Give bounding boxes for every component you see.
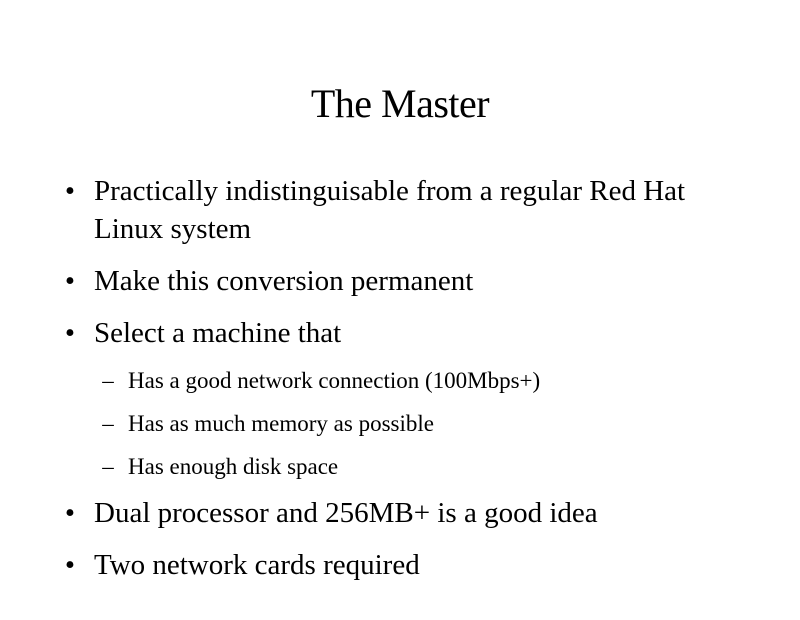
bullet-icon: • xyxy=(64,497,76,529)
sub-bullet-item: – Has a good network connection (100Mbps… xyxy=(100,366,740,396)
dash-icon: – xyxy=(102,454,114,479)
bullet-icon: • xyxy=(64,265,76,297)
sub-bullet-text: Has a good network connection (100Mbps+) xyxy=(128,368,541,393)
bullet-text: Dual processor and 256MB+ is a good idea xyxy=(94,497,598,529)
sub-bullet-item: – Has enough disk space xyxy=(100,452,740,482)
bullet-icon: • xyxy=(64,317,76,349)
bullet-icon: • xyxy=(64,175,76,207)
bullet-item: • Make this conversion permanent xyxy=(60,262,740,300)
sub-bullet-text: Has enough disk space xyxy=(128,454,339,479)
bullet-text: Two network cards required xyxy=(94,549,420,581)
bullet-item: • Dual processor and 256MB+ is a good id… xyxy=(60,494,740,532)
sub-bullet-item: – Has as much memory as possible xyxy=(100,409,740,439)
bullet-item: • Practically indistinguisable from a re… xyxy=(60,172,740,248)
bullet-item: • Select a machine that xyxy=(60,314,740,352)
bullet-text: Select a machine that xyxy=(94,317,342,349)
bullet-text: Make this conversion permanent xyxy=(94,265,474,297)
dash-icon: – xyxy=(102,411,114,436)
bullet-item: • Two network cards required xyxy=(60,546,740,584)
sub-bullet-text: Has as much memory as possible xyxy=(128,411,434,436)
bullet-icon: • xyxy=(64,549,76,581)
bullet-text: Practically indistinguisable from a regu… xyxy=(94,175,686,245)
slide-title: The Master xyxy=(310,81,490,126)
dash-icon: – xyxy=(102,368,114,393)
